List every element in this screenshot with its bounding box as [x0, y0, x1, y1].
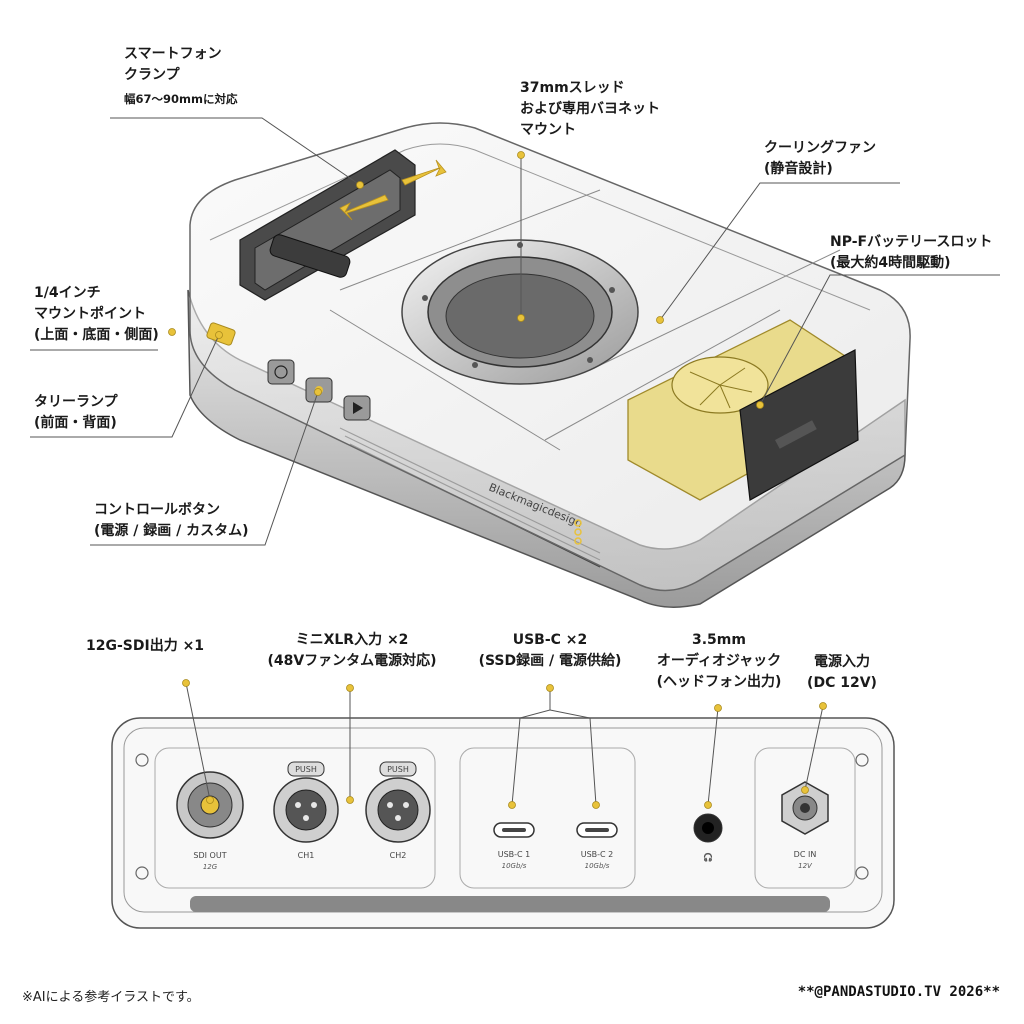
callout-usbc-l2: (SSD録画 / 電源供給) [478, 653, 622, 669]
callout-mount: 37mmスレッド および専用バヨネット マウント [520, 78, 660, 141]
callout-quarter-l2: マウントポイント [34, 306, 146, 322]
usb1-label: USB-C 1 [498, 850, 531, 859]
rear-panel: SDI OUT 12G PUSH CH1 PUSH CH2 USB-C 1 10 [111, 717, 895, 929]
ch1-push: PUSH [295, 765, 317, 774]
xlr-ch1-port: PUSH CH1 [273, 761, 339, 860]
sdi-out-port: SDI OUT 12G [176, 771, 244, 871]
callout-xlr-l1: ミニXLR入力 ×2 [295, 632, 409, 648]
callout-power-l2: (DC 12V) [807, 675, 877, 691]
usb2-label: USB-C 2 [581, 850, 614, 859]
callout-xlr: ミニXLR入力 ×2 (48Vファンタム電源対応) [262, 630, 442, 672]
clamp-arrow-out [401, 159, 447, 186]
dc-label: DC IN [794, 850, 817, 859]
callout-sdi: 12G-SDI出力 ×1 [86, 636, 204, 657]
callout-audio-l2: オーディオジャック [656, 653, 782, 669]
usb2-sub: 10Gb/s [585, 862, 610, 870]
callout-tally: タリーランプ (前面・背面) [34, 392, 118, 434]
smartphone-clamp [239, 149, 447, 301]
callout-sdi-l1: 12G-SDI出力 ×1 [86, 638, 205, 654]
headphone-jack: 🎧 [693, 813, 723, 862]
callout-battery-l1: NP-Fバッテリースロット [830, 234, 993, 250]
callout-quarter-l1: 1/4インチ [34, 285, 101, 301]
callout-quarter: 1/4インチ マウントポイント (上面・底面・側面) [34, 283, 159, 346]
ch2-label: CH2 [390, 851, 407, 860]
callout-mount-l3: マウント [520, 122, 576, 138]
callout-battery-l2: (最大約4時間駆動) [830, 255, 951, 271]
ch2-push: PUSH [387, 765, 409, 774]
callout-fan: クーリングファン (静音設計) [764, 138, 876, 180]
lens-mount [401, 239, 639, 385]
callout-usbc-l1: USB-C ×2 [512, 632, 588, 648]
device-isometric: Blackmagicdesign [187, 122, 911, 608]
callout-buttons-l1: コントロールボタン [94, 502, 220, 518]
fan-battery [627, 319, 859, 501]
callout-buttons-l2: (電源 / 録画 / カスタム) [94, 523, 249, 539]
callout-xlr-l2: (48Vファンタム電源対応) [267, 653, 437, 669]
callout-power: 電源入力 (DC 12V) [794, 652, 890, 694]
callout-audio-l1: 3.5mm [692, 632, 746, 648]
battery-slot [739, 349, 859, 501]
usb-c-1-port: USB-C 1 10Gb/s [493, 822, 535, 870]
callout-clamp: スマートフォン クランプ 幅67〜90mmに対応 [124, 44, 237, 110]
clamp-arrow-in [339, 194, 389, 221]
footer-note: ※AIによる参考イラストです。 [22, 990, 200, 1005]
xlr-ch2-port: PUSH CH2 [365, 761, 431, 860]
dc-sub: 12V [798, 862, 813, 870]
sdi-label: SDI OUT [193, 851, 226, 860]
callout-usbc: USB-C ×2 (SSD録画 / 電源供給) [470, 630, 630, 672]
callout-audio: 3.5mm オーディオジャック (ヘッドフォン出力) [646, 630, 792, 693]
callout-tally-l1: タリーランプ [34, 394, 118, 410]
callout-fan-l2: (静音設計) [764, 161, 833, 177]
callout-clamp-l2: クランプ [124, 67, 180, 83]
callout-mount-l2: および専用バヨネット [520, 101, 660, 117]
callout-battery: NP-Fバッテリースロット (最大約4時間駆動) [830, 232, 992, 274]
callout-clamp-l1: スマートフォン [124, 46, 222, 62]
callout-fan-l1: クーリングファン [764, 140, 876, 156]
brand-dots [574, 519, 582, 545]
rear-vent [190, 896, 830, 912]
usb1-sub: 10Gb/s [502, 862, 527, 870]
headphone-label: 🎧 [703, 852, 713, 862]
leader-dots [168, 151, 827, 809]
usb-c-2-port: USB-C 2 10Gb/s [576, 822, 618, 870]
callout-power-l1: 電源入力 [814, 654, 870, 670]
sdi-sub: 12G [203, 863, 218, 871]
callout-audio-l3: (ヘッドフォン出力) [656, 674, 782, 690]
callout-mount-l1: 37mmスレッド [520, 80, 625, 96]
leader-lines [30, 117, 1000, 806]
ch1-label: CH1 [298, 851, 315, 860]
callout-tally-l2: (前面・背面) [34, 415, 117, 431]
callout-clamp-sub: 幅67〜90mmに対応 [124, 92, 238, 106]
dc-in-port: DC IN 12V [781, 781, 829, 870]
footer-credit: **@PANDASTUDIO.TV 2026** [797, 984, 1000, 1000]
callout-quarter-l3: (上面・底面・側面) [34, 327, 159, 343]
callout-buttons: コントロールボタン (電源 / 録画 / カスタム) [94, 500, 249, 542]
